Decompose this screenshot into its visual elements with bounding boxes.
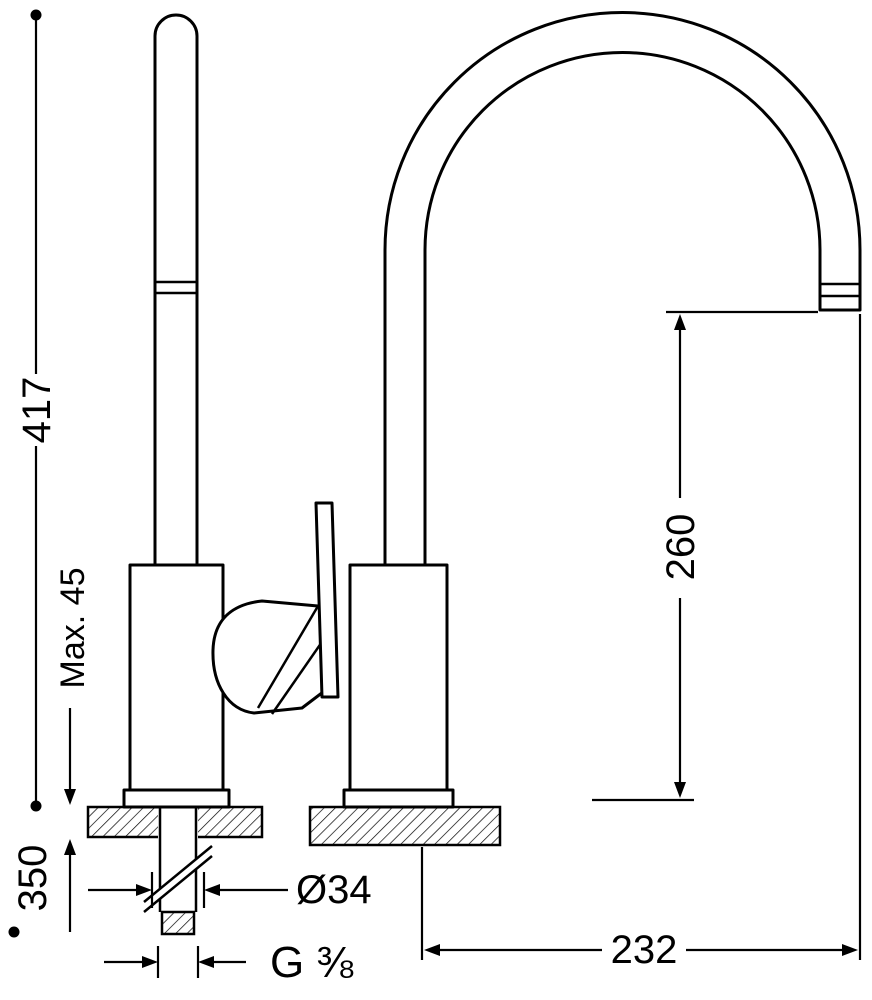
dim-260-label: 260 — [659, 514, 703, 581]
dim-dia34-arrow-left — [204, 884, 220, 896]
thread-nut — [160, 910, 196, 936]
dim-232-arrow-left — [424, 944, 440, 956]
pipe-break-mask — [144, 846, 212, 912]
dim-350-label: 350 — [11, 845, 55, 912]
faucet-body-side — [128, 563, 225, 792]
dim-max45-arrow-down — [64, 789, 76, 805]
dim-dia34-label: Ø34 — [296, 868, 372, 912]
dim-350-arrow-up — [64, 839, 76, 855]
gooseneck-spout — [383, 11, 862, 567]
handle-cartridge — [211, 599, 333, 715]
pipe-break-line-2 — [143, 855, 213, 913]
faucet-side-view — [86, 13, 340, 936]
dim-max45-label: Max. 45 — [54, 568, 92, 689]
base-flange-front — [342, 788, 455, 809]
dim-350-end-dot — [8, 926, 20, 938]
base-flange-side — [122, 788, 231, 809]
countertop-section-right — [308, 805, 502, 847]
dim-dia34-arrow-right — [136, 884, 152, 896]
faucet-body-front — [348, 563, 449, 792]
dimension-232: 232 — [420, 314, 862, 972]
dim-417-label: 417 — [15, 377, 59, 444]
handle-lever-blade — [314, 501, 340, 699]
dim-260-arrow-up — [674, 314, 686, 330]
dimension-260: 260 — [592, 310, 818, 802]
dimension-dia-34: Ø34 — [88, 868, 372, 912]
dimension-thread-g38: G ⅜ — [104, 938, 353, 987]
dim-g38-arrow-right — [142, 956, 158, 968]
dim-g38-label: G ⅜ — [270, 938, 353, 987]
dim-232-label: 232 — [611, 928, 678, 972]
dimension-max-45: Max. 45 — [54, 568, 92, 805]
handle-detail-line-1 — [256, 605, 320, 709]
dim-232-arrow-right — [842, 944, 858, 956]
dim-260-arrow-down — [674, 782, 686, 798]
dim-g38-arrow-left — [198, 956, 214, 968]
dimension-350: 350 — [8, 839, 76, 938]
spout-column-side — [153, 13, 199, 567]
faucet-front-view — [308, 11, 862, 847]
dimension-417: 417 — [15, 9, 59, 812]
pipe-break-line-1 — [143, 845, 213, 903]
